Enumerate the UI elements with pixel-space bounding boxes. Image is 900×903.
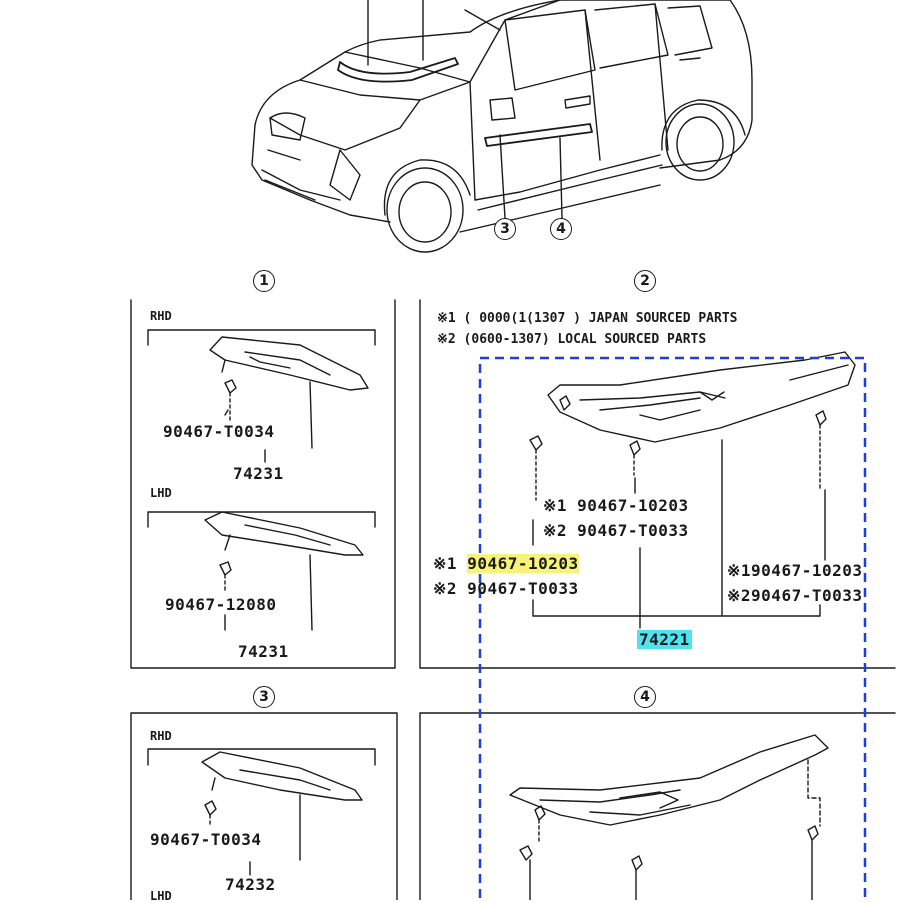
panel-2-part-number: 74221	[637, 630, 692, 649]
panel-1-lhd-tag: LHD	[150, 486, 172, 500]
panel-1-callout: 1	[253, 270, 275, 292]
panel-2-right-clip-2: ※290467-T0033	[727, 586, 863, 605]
car-callout-3: 3	[494, 218, 516, 240]
panel-2-left-clip-1-number: 90467-10203	[467, 554, 579, 573]
panel-2-left-clip-2: ※2 90467-T0033	[433, 579, 579, 598]
panel-2-note-japan: ※1 ( 0000(1(1307 ) JAPAN SOURCED PARTS	[437, 311, 738, 326]
panel-2-frame	[419, 299, 896, 669]
panel-2-part-highlight: 74221	[637, 630, 692, 649]
panel-1-lhd-part: 74231	[238, 642, 289, 661]
panel-4-frame	[419, 712, 896, 900]
panel-2-left-clip-1: ※1 90467-10203	[433, 554, 579, 573]
car-illustration	[251, 0, 753, 253]
panel-3-rhd-clip: 90467-T0034	[150, 830, 262, 849]
panel-2-callout: 2	[634, 270, 656, 292]
panel-2-right-clip-1: ※190467-10203	[727, 561, 863, 580]
panel-2-left-clip-1-mark: ※1	[433, 554, 458, 573]
panel-3-rhd-tag: RHD	[150, 729, 172, 743]
panel-3-frame	[130, 712, 398, 900]
panel-2-center-clip-1: ※1 90467-10203	[543, 496, 689, 515]
panel-1-lhd-clip: 90467-12080	[165, 595, 277, 614]
panel-2-note-local: ※2 (0600-1307) LOCAL SOURCED PARTS	[437, 332, 707, 347]
panel-1-rhd-part: 74231	[233, 464, 284, 483]
panel-1-rhd-clip: 90467-T0034	[163, 422, 275, 441]
car-callout-4: 4	[550, 218, 572, 240]
panel-4-callout: 4	[634, 686, 656, 708]
panel-3-callout: 3	[253, 686, 275, 708]
panel-3-rhd-part: 74232	[225, 875, 276, 894]
panel-1-rhd-tag: RHD	[150, 309, 172, 323]
panel-3-lhd-tag: LHD	[150, 889, 172, 903]
panel-2-center-clip-2: ※2 90467-T0033	[543, 521, 689, 540]
panel-1-frame	[130, 299, 396, 669]
highlight-box	[478, 356, 867, 900]
